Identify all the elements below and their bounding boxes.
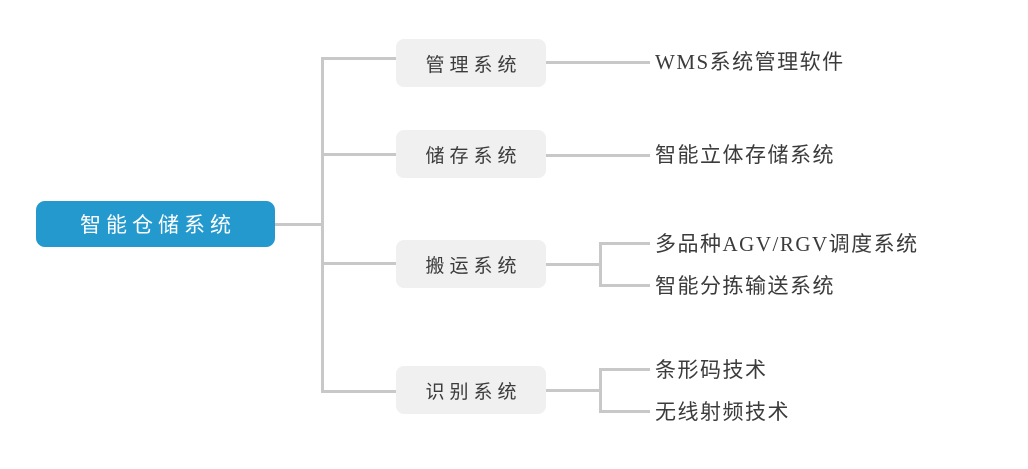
connector-node-4-to-leaf-2 [599, 410, 650, 413]
connector-spine-to-node-4 [321, 390, 398, 393]
connector-node-3-stub [546, 263, 602, 266]
connector-node-2-to-leaf-1 [546, 154, 650, 157]
leaf-label-rfid-technology: 无线射频技术 [655, 400, 790, 424]
branch-node-handling-system[interactable]: 搬运系统 [396, 240, 546, 288]
connector-node-4-fork-spine [599, 368, 602, 413]
connector-node-3-to-leaf-1 [599, 242, 650, 245]
connector-node-4-to-leaf-1 [599, 368, 650, 371]
connector-node-3-fork-spine [599, 242, 602, 287]
leaf-label-intelligent-sorting-conveying: 智能分拣输送系统 [655, 274, 835, 298]
root-node-label: 智能仓储系统 [80, 213, 236, 237]
leaf-label-intelligent-stereoscopic-storage: 智能立体存储系统 [655, 143, 835, 167]
connector-node-3-to-leaf-2 [599, 284, 650, 287]
leaf-label-barcode-technology: 条形码技术 [655, 358, 768, 382]
leaf-label-agv-rgv-scheduling: 多品种AGV/RGV调度系统 [655, 232, 919, 256]
connector-root-to-spine [275, 223, 324, 226]
branch-node-storage-system[interactable]: 储存系统 [396, 130, 546, 178]
connector-spine-to-node-1 [321, 57, 398, 60]
connector-main-spine [321, 57, 324, 393]
root-node-intelligent-warehousing-system[interactable]: 智能仓储系统 [36, 201, 275, 247]
branch-node-label: 管理系统 [425, 54, 522, 76]
leaf-label-wms-software: WMS系统管理软件 [655, 50, 845, 74]
branch-node-label: 搬运系统 [425, 255, 522, 277]
branch-node-management-system[interactable]: 管理系统 [396, 39, 546, 87]
branch-node-identification-system[interactable]: 识别系统 [396, 366, 546, 414]
connector-spine-to-node-3 [321, 262, 398, 265]
connector-spine-to-node-2 [321, 153, 398, 156]
branch-node-label: 储存系统 [425, 145, 522, 167]
connector-node-4-stub [546, 389, 602, 392]
connector-node-1-to-leaf-1 [546, 61, 650, 64]
branch-node-label: 识别系统 [425, 381, 522, 403]
